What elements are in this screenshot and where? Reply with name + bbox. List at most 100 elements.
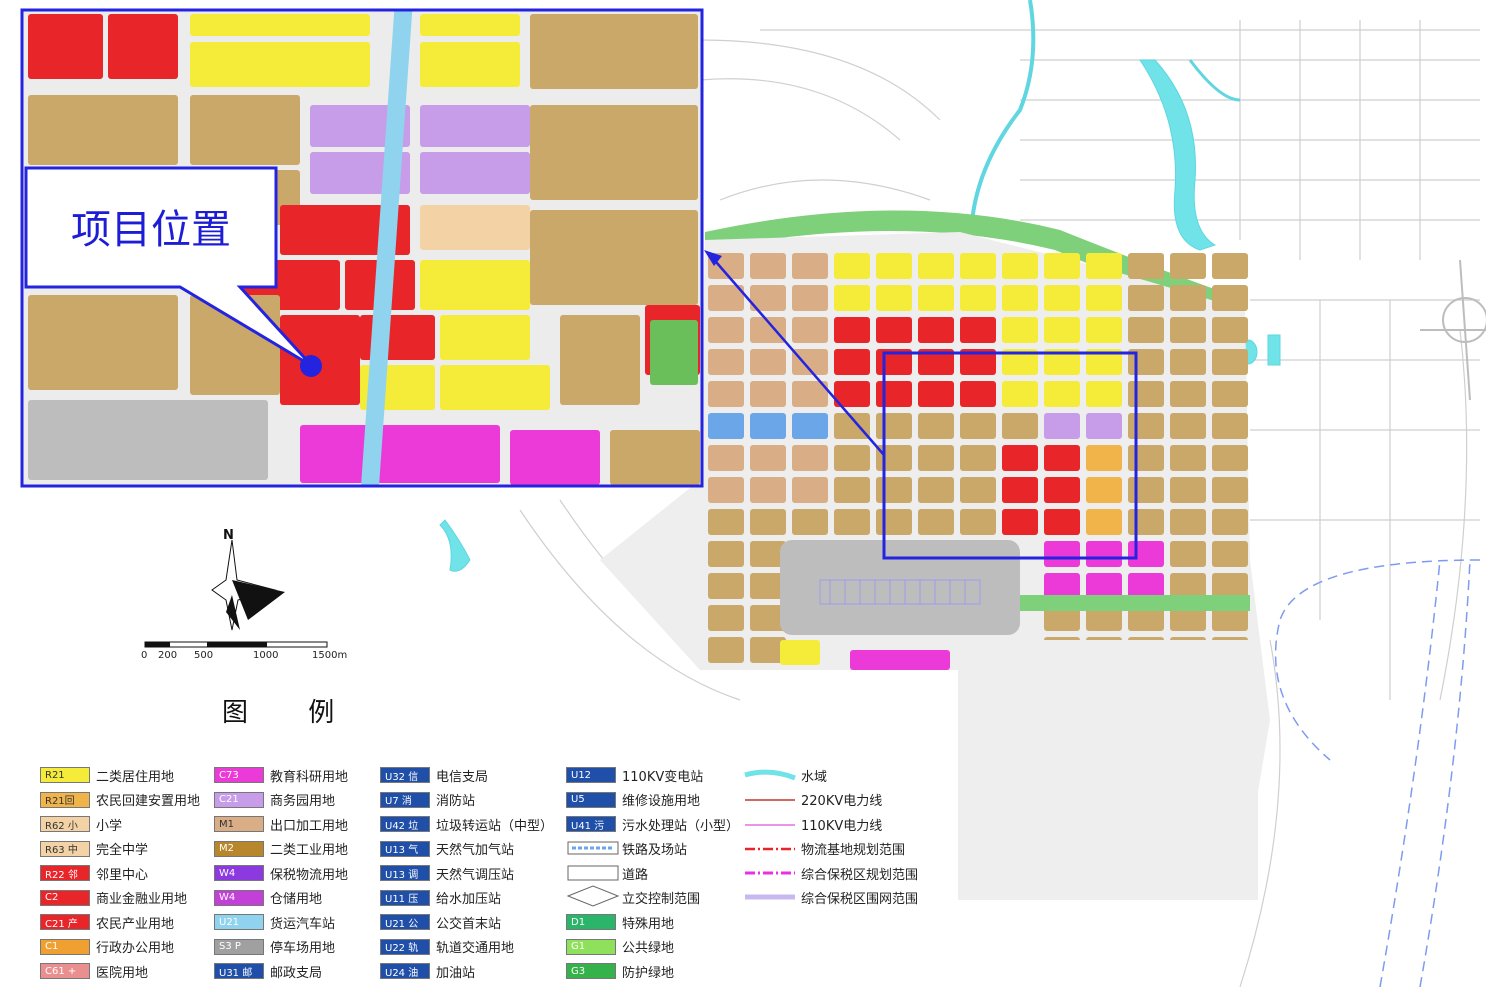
land-parcel [960,381,996,407]
legend-swatch: W4 [214,889,264,906]
land-parcel [1128,317,1164,343]
land-parcel [1212,349,1248,375]
land-parcel [1170,605,1206,631]
land-parcel [834,349,870,375]
land-parcel [792,413,828,439]
legend-label: 垃圾转运站（中型） [436,818,554,834]
legend-label: 铁路及场站 [622,843,688,858]
land-parcel [750,477,786,503]
land-parcel [1002,253,1038,279]
legend-item: U13 气天然气加气站 [380,839,514,859]
land-parcel [1212,605,1248,631]
north-label: N [223,528,234,543]
land-parcel [1170,349,1206,375]
legend-label: 消防站 [436,794,476,809]
legend-label: 水域 [801,769,828,785]
land-parcel [960,445,996,471]
inset-parcel [420,14,520,36]
legend-label: 物流基地规划范围 [801,843,906,858]
legend-swatch: W4 [214,865,264,881]
land-parcel [834,509,870,535]
land-parcel [1086,605,1122,631]
land-parcels [708,253,1253,890]
legend-label: 行政办公用地 [96,941,175,956]
inset-parcel [420,260,530,310]
legend-item: U24 油加油站 [380,961,475,981]
legend-swatch: C21 产 [40,914,90,930]
inset-parcel [310,105,410,147]
land-parcel [1170,317,1206,343]
land-parcel [918,317,954,343]
legend-line-samples [566,769,796,907]
legend-item: 道路 [566,863,648,883]
land-parcel [1086,541,1122,567]
land-parcel [1086,317,1122,343]
legend-swatch: U42 垃 [380,816,430,832]
land-parcel [1044,381,1080,407]
land-parcel [850,650,950,670]
land-parcel [708,573,744,599]
legend-label: 公交首末站 [436,916,502,932]
legend-label: 维修设施用地 [622,794,701,809]
land-parcel [1170,573,1206,599]
legend-label: 综合保税区围网范围 [801,892,919,907]
legend-swatch: U32 信 [380,767,430,783]
legend-label: 农民产业用地 [96,916,175,932]
callout-arrow [709,254,885,456]
land-parcel [1086,253,1122,279]
legend-label: 小学 [96,818,123,834]
land-parcel [750,317,786,343]
land-parcel [1086,477,1122,503]
legend-label: 轨道交通用地 [436,941,515,956]
land-parcel [918,477,954,503]
land-parcel [708,541,744,567]
land-parcel [708,317,744,343]
legend-swatch [745,865,795,881]
land-parcel [834,285,870,311]
legend-item: R22 邻邻里中心 [40,863,148,883]
land-parcel [1044,285,1080,311]
land-parcel [1170,541,1206,567]
land-parcel [918,285,954,311]
land-parcel [876,477,912,503]
legend-swatch: U13 气 [380,840,430,857]
land-parcel [834,413,870,439]
land-parcel [1128,509,1164,535]
land-parcel [1128,541,1164,567]
legend-swatch: C1 [40,938,90,955]
inset-parcel [28,14,103,79]
land-parcel [1002,317,1038,343]
green-strip [1020,595,1250,611]
water-features [439,59,1281,572]
land-parcel [792,253,828,279]
land-parcel [708,381,744,407]
legend-item: 水域 [745,765,827,785]
land-parcel [750,349,786,375]
land-parcel [876,445,912,471]
legend-swatch [566,841,616,857]
land-parcel [876,317,912,343]
land-parcel [1086,349,1122,375]
inset-parcel [28,400,268,480]
interchange-right [1420,259,1486,401]
legend-swatch: U24 油 [380,963,430,979]
land-parcel [834,317,870,343]
legend-swatch: M1 [214,816,264,832]
land-parcel [1044,605,1080,631]
callout-arrow-head [704,250,722,266]
legend-swatch [745,890,795,906]
legend-title: 图 例 [222,698,361,728]
land-parcel [1212,413,1248,439]
land-parcel [960,509,996,535]
land-parcel [792,477,828,503]
land-parcel [876,381,912,407]
land-parcel [1002,445,1038,471]
legend-item: C21 产农民产业用地 [40,912,174,932]
legend-label: 防护绿地 [622,965,675,981]
land-parcel [1002,349,1038,375]
legend-swatch [566,890,616,906]
land-parcel [1044,349,1080,375]
